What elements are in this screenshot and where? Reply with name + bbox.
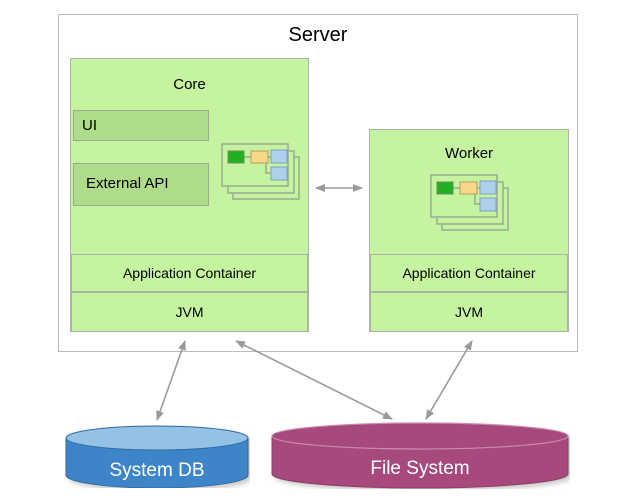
worker-title: Worker (444, 145, 494, 162)
worker-workflow-stack-icon (430, 174, 509, 231)
system-db-node: System DB (64, 425, 250, 489)
server-title: Server (288, 24, 348, 46)
ui-component (73, 110, 209, 141)
core-systemdb-connector (156, 340, 186, 421)
worker-filesystem-connector (425, 340, 473, 420)
worker-jvm-label: JVM (455, 304, 483, 320)
core-jvm-label: JVM (175, 304, 204, 320)
core-application-container-row: Application Container (71, 254, 308, 292)
system-db-cylinder-shape (65, 425, 249, 489)
external-api-label: External API (86, 175, 169, 192)
core-application-container-label: Application Container (122, 265, 257, 281)
core-filesystem-connector (235, 340, 393, 420)
file-system-label: File System (370, 458, 470, 479)
file-system-cylinder-shape (271, 422, 569, 489)
worker-jvm-row: JVM (370, 292, 568, 332)
system-db-label: System DB (109, 460, 205, 481)
file-system-node: File System (270, 422, 570, 489)
worker-application-container-label: Application Container (402, 265, 536, 281)
core-jvm-row: JVM (71, 292, 308, 332)
ui-label: UI (82, 117, 97, 134)
external-api-component (73, 163, 209, 206)
core-workflow-stack-icon (221, 143, 300, 200)
worker-application-container-row: Application Container (370, 254, 568, 292)
core-title: Core (173, 76, 206, 93)
